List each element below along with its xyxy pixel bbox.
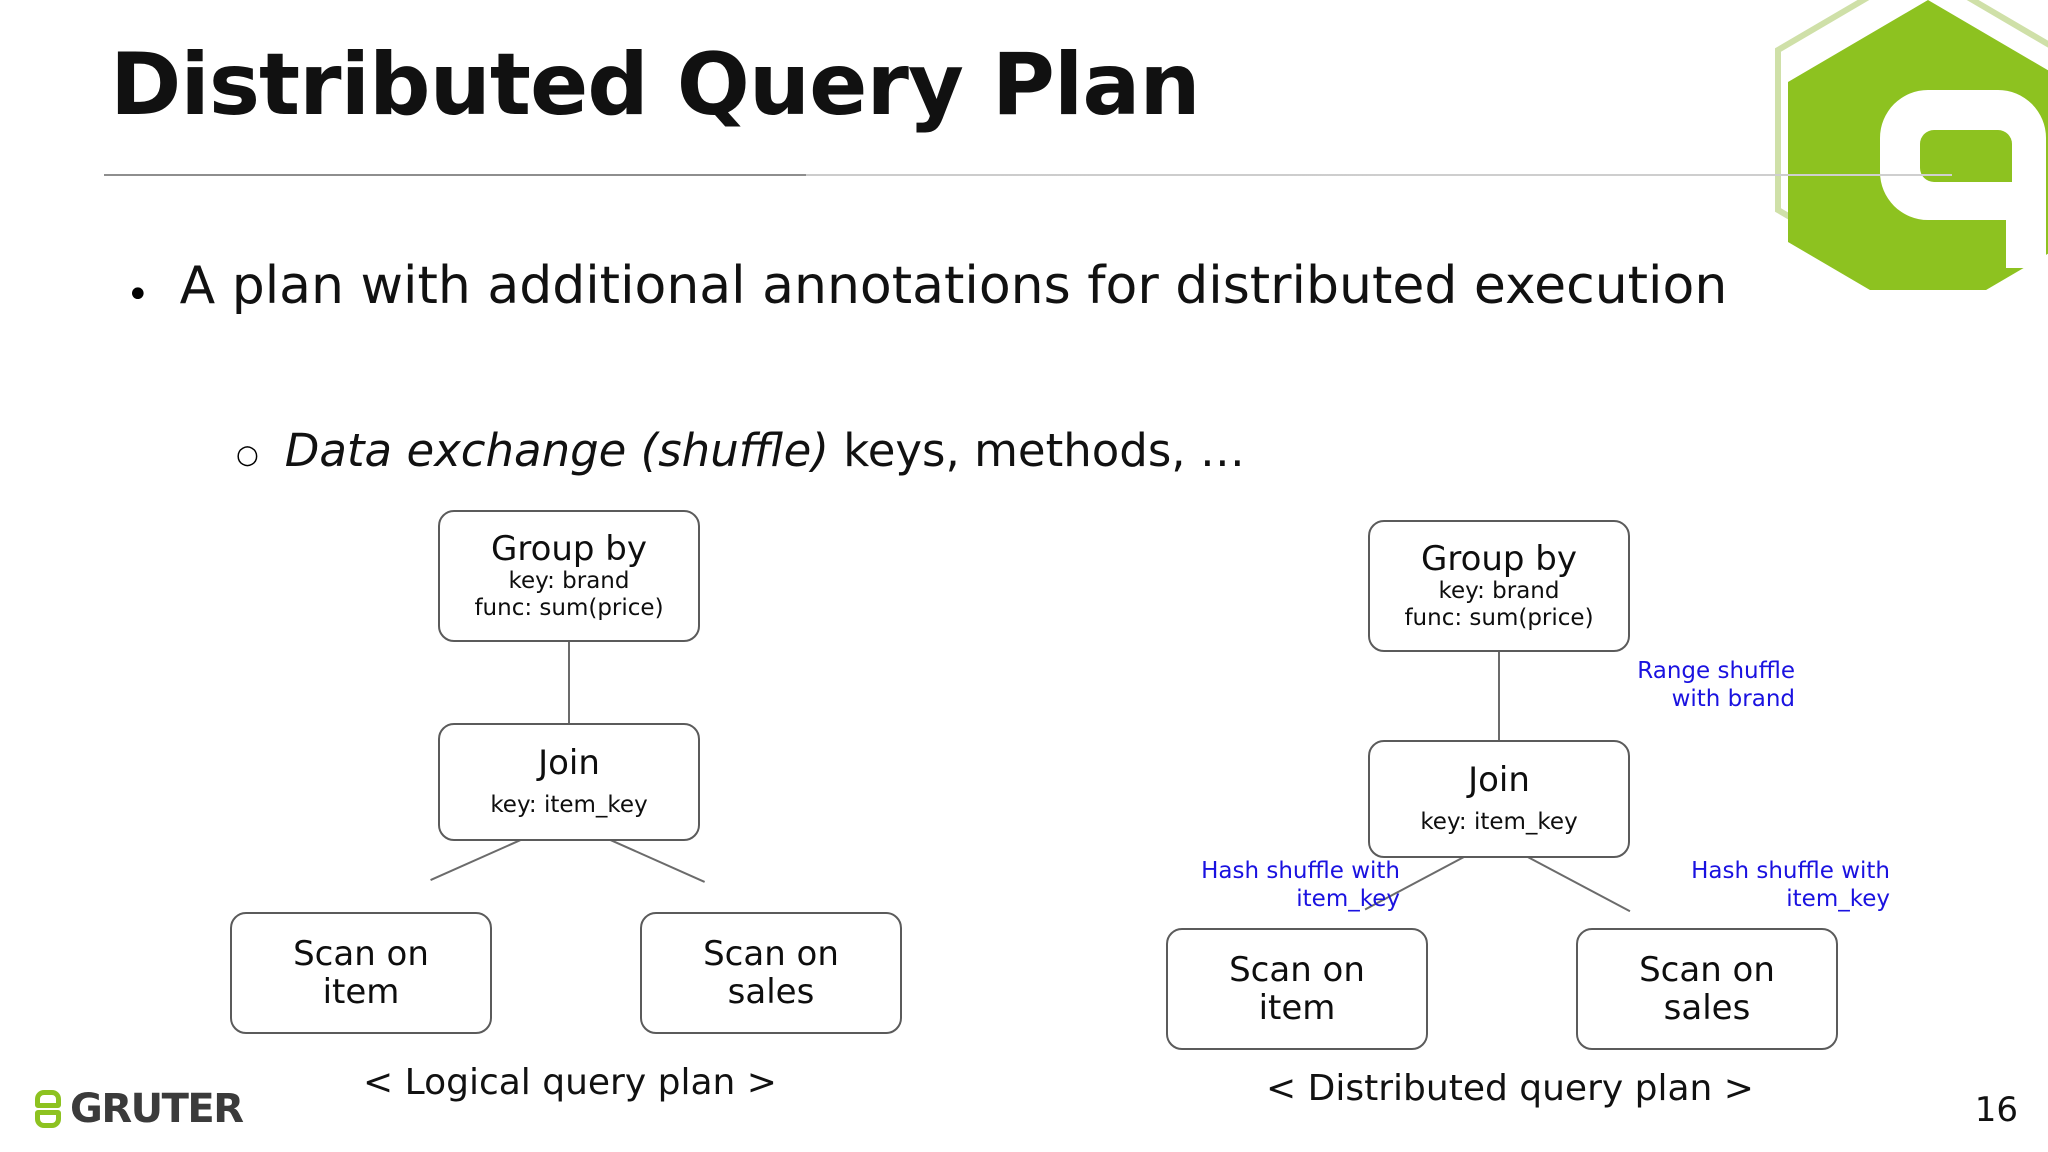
- node-scan-sales[interactable]: Scan on sales: [640, 912, 902, 1034]
- node-join-key: key: item_key: [490, 792, 648, 819]
- annotation-range-shuffle: Range shuffle with brand: [1505, 658, 1795, 713]
- node-dist-join[interactable]: Join key: item_key: [1368, 740, 1630, 858]
- gruter-mark-bottom: [35, 1110, 61, 1128]
- distributed-query-plan-diagram: Group by key: brand func: sum(price) Ran…: [1130, 510, 1910, 1130]
- node-scan-item-line1: Scan on: [293, 933, 429, 974]
- slide-title: Distributed Query Plan: [110, 35, 1201, 135]
- node-group-by-title: Group by: [490, 528, 648, 569]
- node-dist-group-by-title: Group by: [1420, 538, 1578, 579]
- page-number: 16: [1974, 1090, 2018, 1130]
- node-dist-scan-sales-line2: sales: [1663, 988, 1751, 1028]
- node-scan-sales-line2: sales: [727, 972, 815, 1012]
- node-dist-scan-item-line1: Scan on: [1229, 949, 1365, 990]
- gruter-mark-top: [35, 1090, 61, 1108]
- node-dist-scan-item[interactable]: Scan on item: [1166, 928, 1428, 1050]
- node-dist-group-by[interactable]: Group by key: brand func: sum(price): [1368, 520, 1630, 652]
- node-scan-item[interactable]: Scan on item: [230, 912, 492, 1034]
- annotation-hash-shuffle-left: Hash shuffle with item_key: [1110, 858, 1400, 913]
- annotation-hash-shuffle-right: Hash shuffle with item_key: [1600, 858, 1890, 913]
- bullet-level1: • A plan with additional annotations for…: [126, 255, 1826, 318]
- edge-groupby-join: [568, 640, 570, 725]
- bullet-level2: ○ Data exchange (shuffle) keys, methods,…: [236, 424, 1245, 478]
- node-dist-group-by-func: func: sum(price): [1404, 605, 1594, 632]
- gruter-logo: GRUTER: [32, 1084, 244, 1134]
- node-group-by-func: func: sum(price): [474, 595, 664, 622]
- logical-plan-caption: < Logical query plan >: [363, 1062, 777, 1103]
- annotation-hash-shuffle-left-line2: item_key: [1296, 885, 1400, 912]
- bullet-level1-text: A plan with additional annotations for d…: [179, 256, 1728, 316]
- node-dist-group-by-key: key: brand: [1438, 577, 1560, 604]
- edge-dist-groupby-join: [1498, 650, 1500, 742]
- gruter-wordmark: GRUTER: [70, 1086, 244, 1132]
- node-dist-scan-item-line2: item: [1258, 988, 1336, 1028]
- node-group-by-key: key: brand: [508, 567, 630, 594]
- brand-hexagon-logo: [1775, 0, 2048, 290]
- node-dist-join-key: key: item_key: [1420, 809, 1578, 836]
- annotation-range-shuffle-line2: with brand: [1671, 685, 1795, 712]
- bullet-level2-rest: keys, methods, …: [828, 424, 1245, 477]
- title-divider: [104, 174, 1952, 176]
- node-join-title: Join: [538, 743, 600, 784]
- annotation-range-shuffle-line1: Range shuffle: [1637, 658, 1795, 684]
- node-join[interactable]: Join key: item_key: [438, 723, 700, 841]
- sub-bullet-marker-icon: ○: [236, 440, 259, 470]
- node-group-by[interactable]: Group by key: brand func: sum(price): [438, 510, 700, 642]
- bullet-level2-text: Data exchange (shuffle) keys, methods, …: [285, 424, 1245, 478]
- distributed-plan-caption: < Distributed query plan >: [1266, 1068, 1754, 1109]
- bullet-marker-icon: •: [126, 272, 150, 318]
- gruter-mark-icon: [32, 1089, 66, 1129]
- annotation-hash-shuffle-right-line1: Hash shuffle with: [1691, 858, 1890, 884]
- node-scan-sales-line1: Scan on: [703, 933, 839, 974]
- bullet-level2-emphasis: Data exchange (shuffle): [284, 424, 829, 477]
- node-dist-scan-sales[interactable]: Scan on sales: [1576, 928, 1838, 1050]
- node-scan-item-line2: item: [322, 972, 400, 1012]
- annotation-hash-shuffle-left-line1: Hash shuffle with: [1201, 858, 1400, 884]
- logical-query-plan-diagram: Group by key: brand func: sum(price) Joi…: [210, 500, 930, 1120]
- node-dist-join-title: Join: [1468, 760, 1530, 801]
- annotation-hash-shuffle-right-line2: item_key: [1786, 885, 1890, 912]
- node-dist-scan-sales-line1: Scan on: [1639, 949, 1775, 990]
